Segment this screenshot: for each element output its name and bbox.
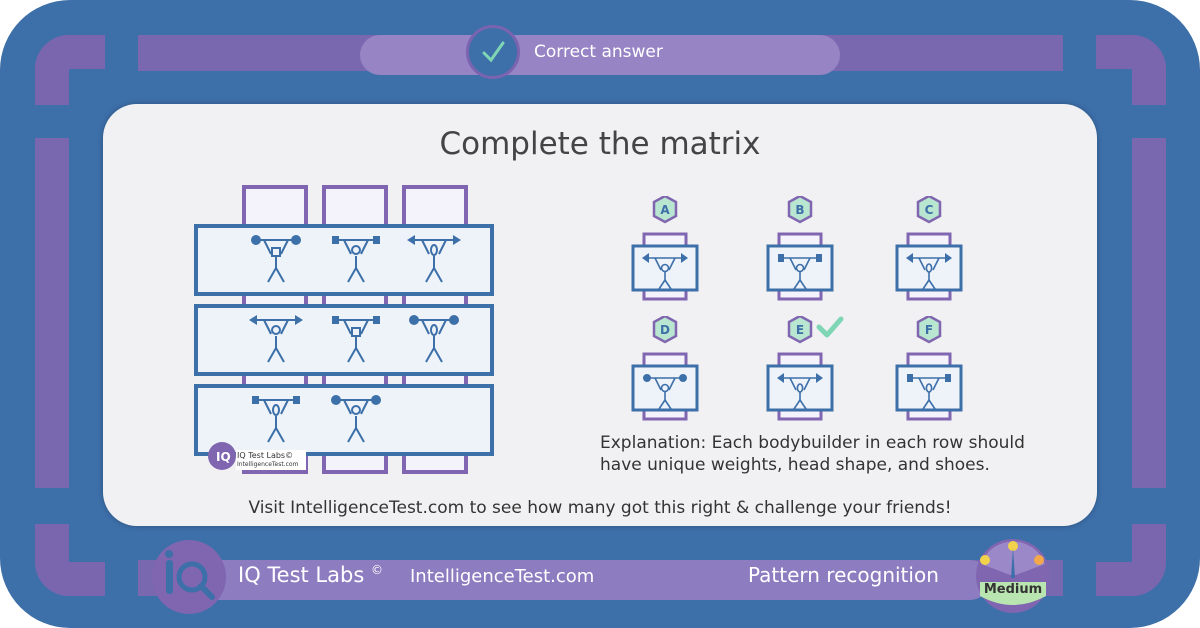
- svg-text:E: E: [796, 323, 804, 337]
- footer-bar: [190, 560, 990, 600]
- figure-r3c1: [252, 396, 300, 443]
- svg-text:F: F: [925, 323, 933, 337]
- frame-bar-right: [1132, 138, 1166, 488]
- frame-corner-bl: [35, 524, 105, 596]
- question-title: Complete the matrix: [439, 126, 761, 162]
- matrix-row-2: [194, 304, 494, 376]
- frame-bar-left: [35, 138, 69, 488]
- figure-r1c2: [332, 236, 380, 283]
- svg-text:IQ: IQ: [216, 450, 231, 464]
- svg-text:C: C: [925, 203, 934, 217]
- option-d[interactable]: D: [630, 314, 700, 426]
- option-f[interactable]: F: [894, 314, 964, 426]
- footer-site: IntelligenceTest.com: [410, 566, 595, 587]
- correct-check-badge: [466, 25, 520, 79]
- correct-option-check-icon: [815, 314, 845, 344]
- option-c[interactable]: C: [894, 194, 964, 306]
- footer-brand-name: IQ Test Labs: [238, 563, 365, 587]
- svg-text:B: B: [795, 203, 804, 217]
- footer-copyright: ©: [370, 563, 383, 577]
- figure-r3c2: [331, 395, 381, 443]
- category-label: Pattern recognition: [748, 563, 939, 587]
- figure-r2c1: [249, 315, 303, 363]
- matrix-puzzle: IQ: [194, 185, 494, 474]
- frame-corner-tl: [35, 35, 105, 105]
- matrix-watermark: IQ Test Labs© IntelligenceTest.com: [237, 451, 298, 469]
- option-a[interactable]: A: [630, 194, 700, 306]
- option-graphic: F: [895, 314, 963, 421]
- matrix-row-3: [194, 384, 494, 456]
- matrix-watermark-site: IntelligenceTest.com: [237, 461, 299, 468]
- footer-brand: IQ Test Labs ©: [238, 563, 383, 587]
- visit-text: Visit IntelligenceTest.com to see how ma…: [248, 498, 952, 518]
- difficulty-label: Medium: [983, 582, 1043, 597]
- status-banner: [360, 35, 840, 75]
- option-graphic: E: [766, 314, 834, 421]
- iq-test-labs-logo: [152, 540, 226, 614]
- difficulty-gauge-icon: [976, 539, 1050, 613]
- figure-r1c1: [251, 235, 301, 283]
- figure-r2c3: [409, 315, 459, 363]
- option-b[interactable]: B: [765, 194, 835, 306]
- difficulty-meter: Medium: [975, 538, 1051, 614]
- frame-corner-tr: [1096, 35, 1166, 105]
- option-e[interactable]: E: [765, 314, 844, 426]
- svg-text:D: D: [660, 323, 670, 337]
- matrix-watermark-brand: IQ Test Labs©: [237, 451, 294, 460]
- explanation-text: Explanation: Each bodybuilder in each ro…: [600, 433, 1025, 475]
- magnifier-icon: [165, 550, 215, 600]
- status-text: Correct answer: [534, 42, 663, 62]
- figure-r1c3: [407, 235, 461, 283]
- option-graphic: C: [895, 194, 963, 301]
- matrix-row-1: [194, 224, 494, 296]
- checkmark-icon: [482, 41, 505, 63]
- frame-corner-br: [1096, 524, 1166, 596]
- option-graphic: A: [631, 194, 699, 301]
- option-graphic: D: [631, 314, 699, 421]
- option-graphic: B: [766, 194, 834, 301]
- figure-r2c2: [332, 316, 380, 363]
- matrix-logo-icon: [208, 442, 236, 470]
- svg-text:A: A: [660, 203, 670, 217]
